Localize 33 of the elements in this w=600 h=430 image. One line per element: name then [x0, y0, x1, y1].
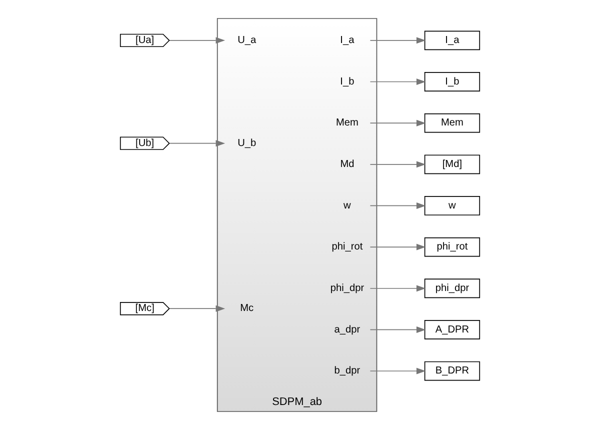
node-box: [Md] [424, 154, 480, 174]
node-text: Mem [336, 118, 358, 129]
node-box: A_DPR [424, 320, 480, 340]
arrow [169, 37, 226, 44]
node-box: phi_rot [424, 237, 480, 257]
node-text: w [344, 200, 351, 212]
node-text: phi_rot [332, 242, 363, 253]
node-text: Md [340, 159, 354, 170]
arrow [370, 368, 426, 374]
arrow [370, 37, 426, 44]
arrow [370, 202, 426, 209]
node-text: U_a [238, 35, 256, 46]
node-text: a_dpr [334, 324, 360, 336]
node-box: B_DPR [424, 361, 480, 381]
node-text: Mc [240, 303, 254, 314]
arrow [370, 161, 426, 168]
node-box: I_a [424, 30, 480, 50]
node-text: I_b [340, 76, 354, 88]
arrow [370, 244, 426, 250]
node-box: phi_dpr [424, 278, 480, 298]
arrow [169, 140, 226, 147]
node-text: U_b [238, 138, 256, 149]
arrow [370, 120, 426, 126]
arrow [370, 78, 426, 85]
arrow [370, 326, 426, 333]
node-box: Mem [424, 113, 480, 133]
node-text: b_dpr [334, 366, 360, 377]
arrow [169, 305, 226, 312]
node-text: I_a [340, 35, 354, 46]
arrow [370, 285, 426, 292]
node-box: I_b [424, 72, 480, 92]
node-box: w [424, 196, 480, 216]
node-text: phi_dpr [330, 282, 364, 294]
